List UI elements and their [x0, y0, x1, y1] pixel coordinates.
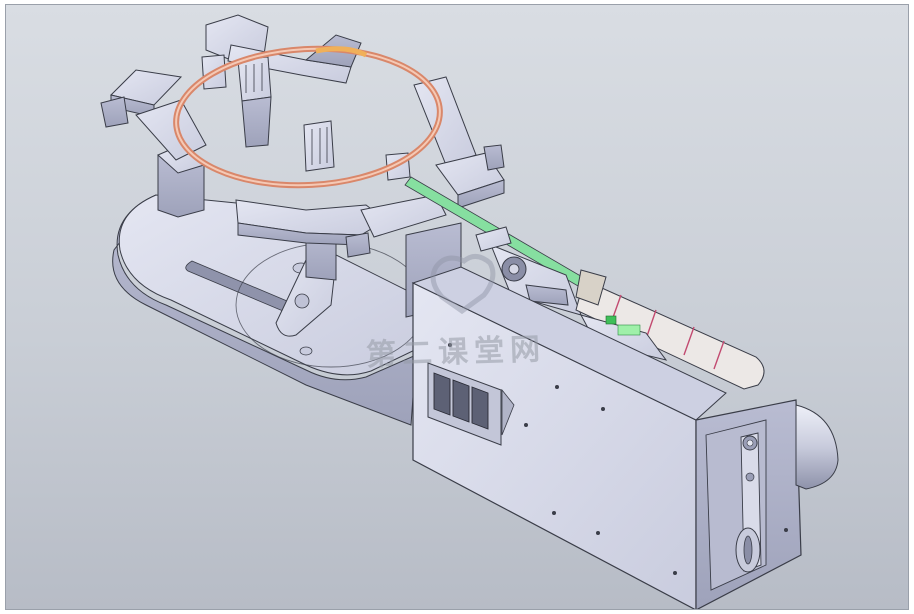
switch-panel[interactable] [427, 362, 515, 446]
status-indicator-green [605, 315, 617, 325]
watermark-logo [430, 254, 496, 315]
switch-3[interactable] [471, 386, 489, 430]
switch-1[interactable] [433, 372, 451, 416]
watermark-text: 第二课堂网 [365, 331, 547, 374]
right-racket-support-arm [413, 76, 505, 209]
left-racket-support-arm [100, 69, 207, 161]
tension-gripper [475, 226, 582, 316]
string-clamp-1 [237, 56, 272, 148]
machine-housing [411, 266, 839, 609]
front-racket-support-arm [235, 194, 447, 258]
switch-2[interactable] [452, 379, 470, 423]
cad-viewport[interactable]: 第二课堂网 [5, 4, 909, 610]
cad-model-render [100, 14, 839, 609]
racket-handle [575, 269, 765, 390]
racket-head-frame [173, 45, 443, 189]
string-clamp-2 [303, 120, 335, 172]
